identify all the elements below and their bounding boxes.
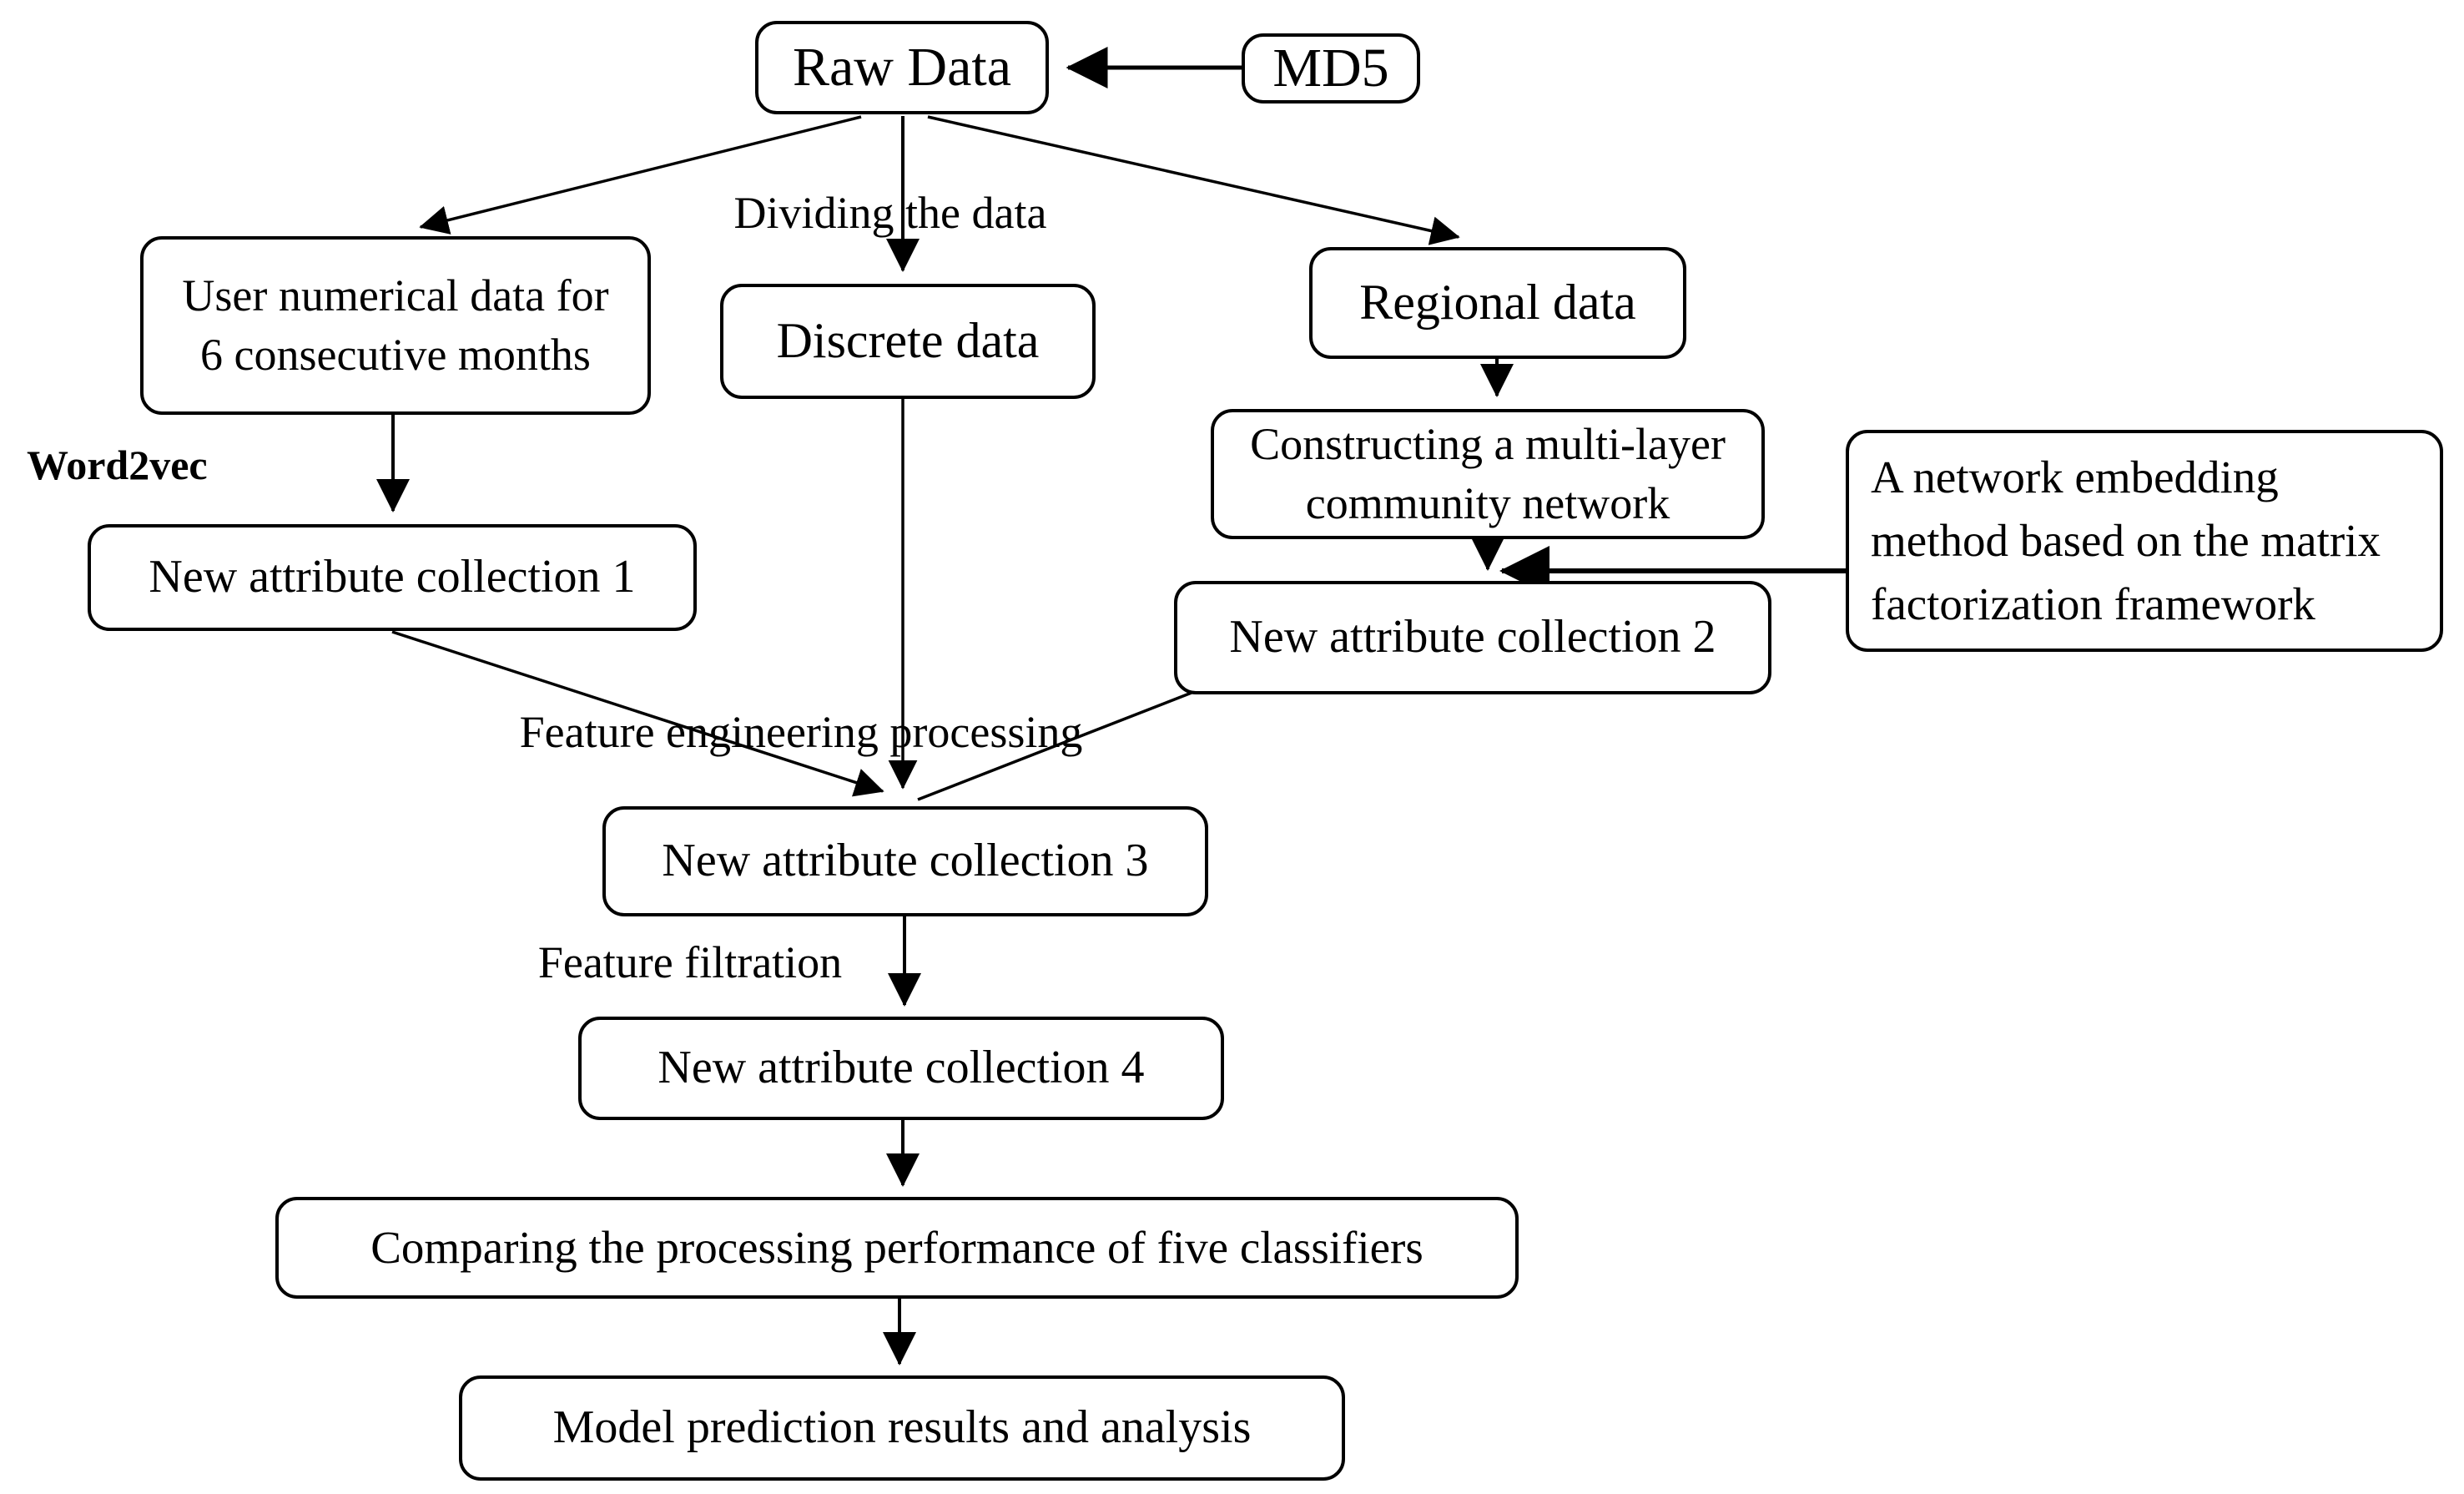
node-attr4-label: New attribute collection 4 bbox=[658, 1042, 1145, 1094]
node-new-attribute-collection-1: New attribute collection 1 bbox=[88, 524, 697, 631]
node-new-attribute-collection-3: New attribute collection 3 bbox=[602, 806, 1208, 916]
edge-label-feature-engineering: Feature engineering processing bbox=[519, 707, 1083, 757]
edge-attr1-to-attr3 bbox=[391, 630, 884, 797]
node-user-numerical-line2: 6 consecutive months bbox=[200, 330, 591, 380]
node-comparing-classifiers: Comparing the processing performance of … bbox=[275, 1197, 1519, 1299]
node-network-embedding-method: A network embedding method based on the … bbox=[1846, 430, 2443, 652]
edge-label-word2vec: Word2vec bbox=[27, 442, 208, 488]
node-discrete-data: Discrete data bbox=[720, 284, 1096, 399]
node-constructing-network: Constructing a multi-layer community net… bbox=[1211, 409, 1765, 539]
node-attr3-label: New attribute collection 3 bbox=[662, 835, 1149, 887]
node-constructing-line2: community network bbox=[1305, 478, 1670, 528]
edge-raw-data-to-user-numerical bbox=[419, 115, 862, 235]
node-md5-label: MD5 bbox=[1272, 38, 1389, 99]
node-comparing-label: Comparing the processing performance of … bbox=[370, 1221, 1423, 1273]
node-attr1-label: New attribute collection 1 bbox=[149, 551, 636, 603]
node-user-numerical-line1: User numerical data for bbox=[182, 270, 609, 321]
node-constructing-line1: Constructing a multi-layer bbox=[1250, 418, 1726, 469]
node-user-numerical-data: User numerical data for 6 consecutive mo… bbox=[140, 236, 651, 415]
edge-raw-data-to-regional bbox=[927, 115, 1460, 245]
edge-label-feature-filtration: Feature filtration bbox=[537, 937, 843, 987]
node-discrete-data-label: Discrete data bbox=[776, 313, 1040, 369]
node-regional-data: Regional data bbox=[1309, 247, 1686, 359]
node-attr2-label: New attribute collection 2 bbox=[1229, 611, 1716, 664]
edge-label-dividing-the-data: Dividing the data bbox=[733, 188, 1047, 238]
edge-attr2-to-attr3 bbox=[917, 691, 1192, 801]
node-model-label: Model prediction results and analysis bbox=[552, 1401, 1252, 1454]
node-new-attribute-collection-4: New attribute collection 4 bbox=[578, 1017, 1224, 1120]
node-network-embedding-line2: method based on the matrix bbox=[1871, 515, 2381, 567]
node-network-embedding-line3: factorization framework bbox=[1871, 578, 2315, 629]
node-network-embedding-line1: A network embedding bbox=[1871, 452, 2279, 503]
node-raw-data: Raw Data bbox=[755, 21, 1049, 114]
node-md5: MD5 bbox=[1242, 33, 1420, 103]
node-new-attribute-collection-2: New attribute collection 2 bbox=[1174, 581, 1771, 694]
node-raw-data-label: Raw Data bbox=[792, 37, 1012, 98]
node-regional-data-label: Regional data bbox=[1359, 275, 1636, 331]
node-model-prediction: Model prediction results and analysis bbox=[459, 1375, 1345, 1481]
